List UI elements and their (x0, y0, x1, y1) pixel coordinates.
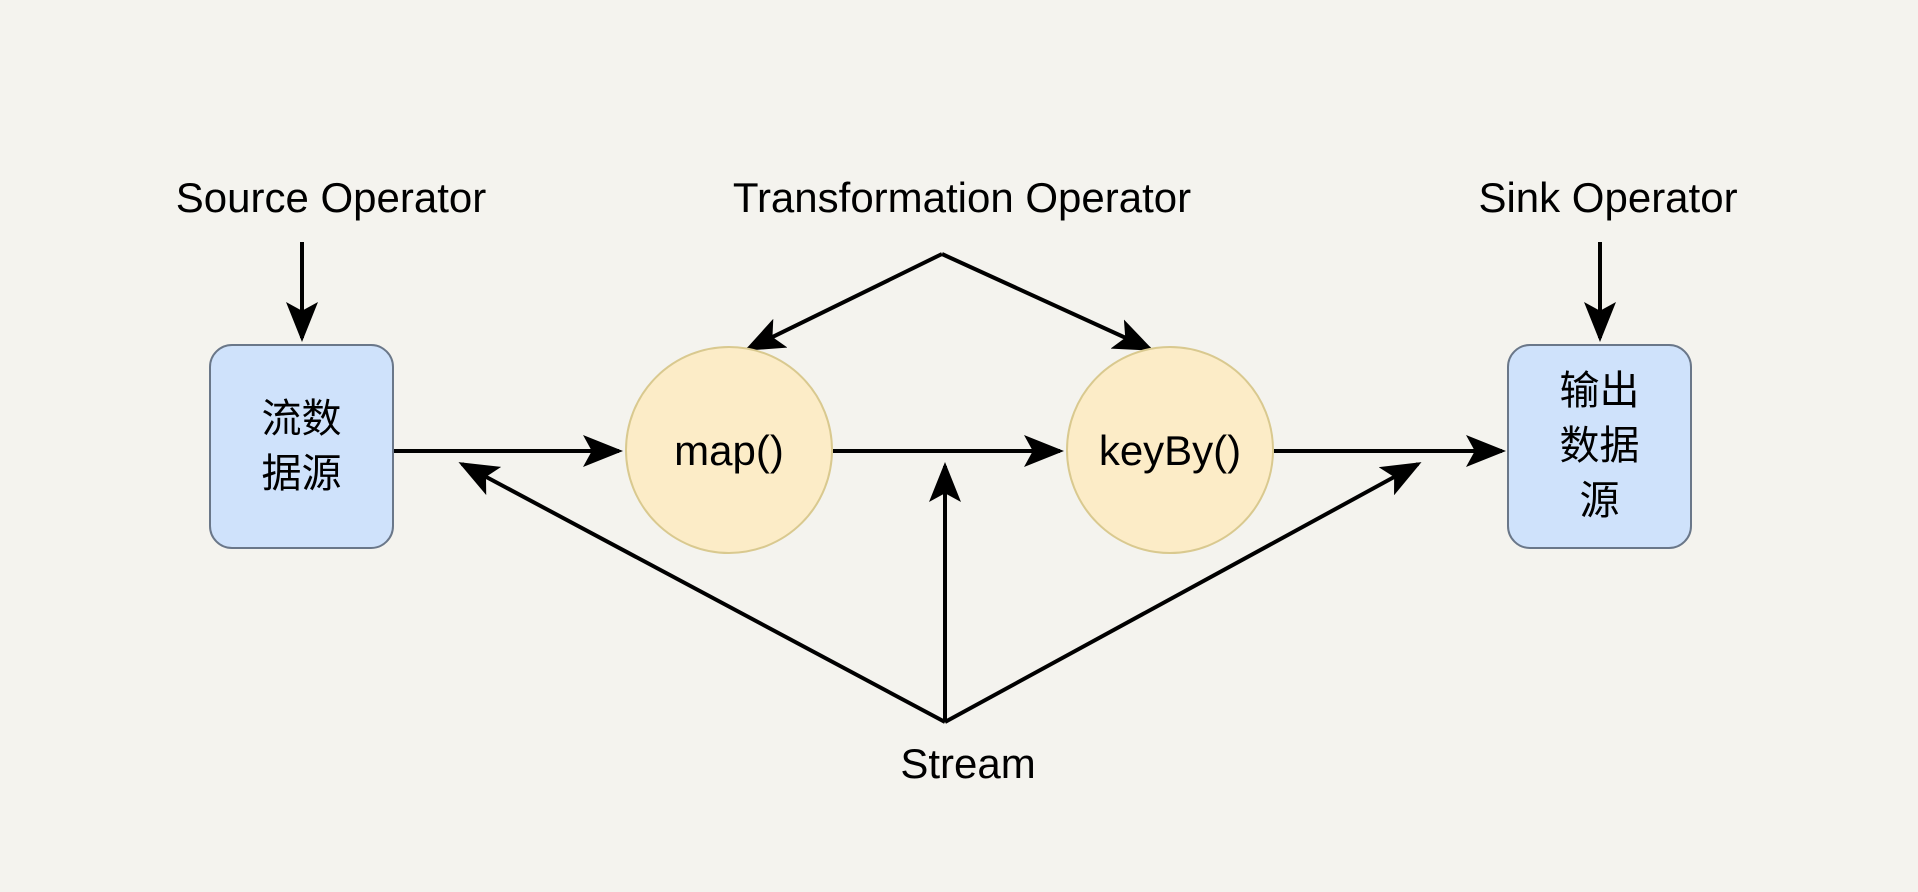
node-keyby-label: keyBy() (1099, 427, 1241, 474)
node-map-label: map() (674, 427, 784, 474)
node-sink-label-line2: 数据 (1560, 423, 1640, 469)
transformation-pointer-right-arrow (941, 252, 1154, 351)
node-map-circle[interactable] (625, 346, 833, 554)
stream-pointer-left-arrow (458, 462, 946, 724)
annotation-source-operator: Source Operator (176, 174, 487, 221)
annotation-transformation-operator: Transformation Operator (733, 174, 1191, 221)
node-sink-label-line3: 源 (1580, 478, 1620, 524)
node-source-box[interactable] (209, 344, 394, 549)
annotation-stream: Stream (900, 740, 1035, 787)
annotation-sink-operator: Sink Operator (1478, 174, 1737, 221)
node-source-label-line2: 据源 (262, 451, 342, 497)
node-source-label-line1: 流数 (262, 396, 342, 442)
node-sink-label-line1: 输出 (1560, 368, 1640, 414)
node-keyby-circle[interactable] (1066, 346, 1274, 554)
stream-pointer-right-arrow (944, 462, 1422, 724)
transformation-pointer-left-arrow (744, 252, 943, 351)
node-sink-box[interactable] (1507, 344, 1692, 549)
